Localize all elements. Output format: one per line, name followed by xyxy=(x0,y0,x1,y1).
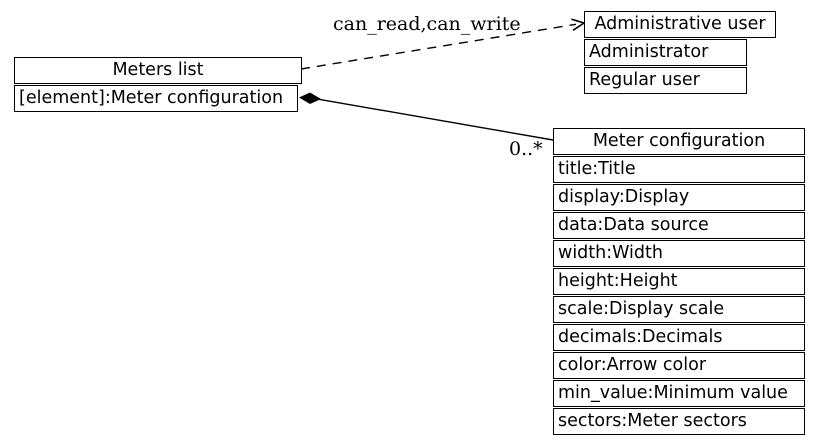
meter-configuration-row-scale: scale:Display scale xyxy=(553,296,805,323)
composition-diamond-icon xyxy=(299,92,321,104)
solid-edge-composition xyxy=(315,98,554,141)
administrative-user-header: Administrative user xyxy=(584,11,776,38)
meter-configuration-row-sectors: sectors:Meter sectors xyxy=(553,408,805,435)
meters-list-row-element: [element]:Meter configuration xyxy=(14,85,298,112)
administrative-user-row-administrator: Administrator xyxy=(584,39,747,66)
edge-label-multiplicity: 0..* xyxy=(509,138,543,160)
meter-configuration-row-width: width:Width xyxy=(553,240,805,267)
meter-configuration-row-height: height:Height xyxy=(553,268,805,295)
dashed-edge-can-read-write xyxy=(300,23,577,70)
meter-configuration-row-data: data:Data source xyxy=(553,212,805,239)
meters-list-header: Meters list xyxy=(14,57,302,84)
meter-configuration-row-display: display:Display xyxy=(553,184,805,211)
meter-configuration-row-min-value: min_value:Minimum value xyxy=(553,380,805,407)
meter-configuration-row-title: title:Title xyxy=(553,156,805,183)
meter-configuration-row-color: color:Arrow color xyxy=(553,352,805,379)
meter-configuration-header: Meter configuration xyxy=(553,128,805,155)
meter-configuration-row-decimals: decimals:Decimals xyxy=(553,324,805,351)
administrative-user-row-regular-user: Regular user xyxy=(584,67,747,94)
edge-label-can-read-write: can_read,can_write xyxy=(333,13,521,35)
